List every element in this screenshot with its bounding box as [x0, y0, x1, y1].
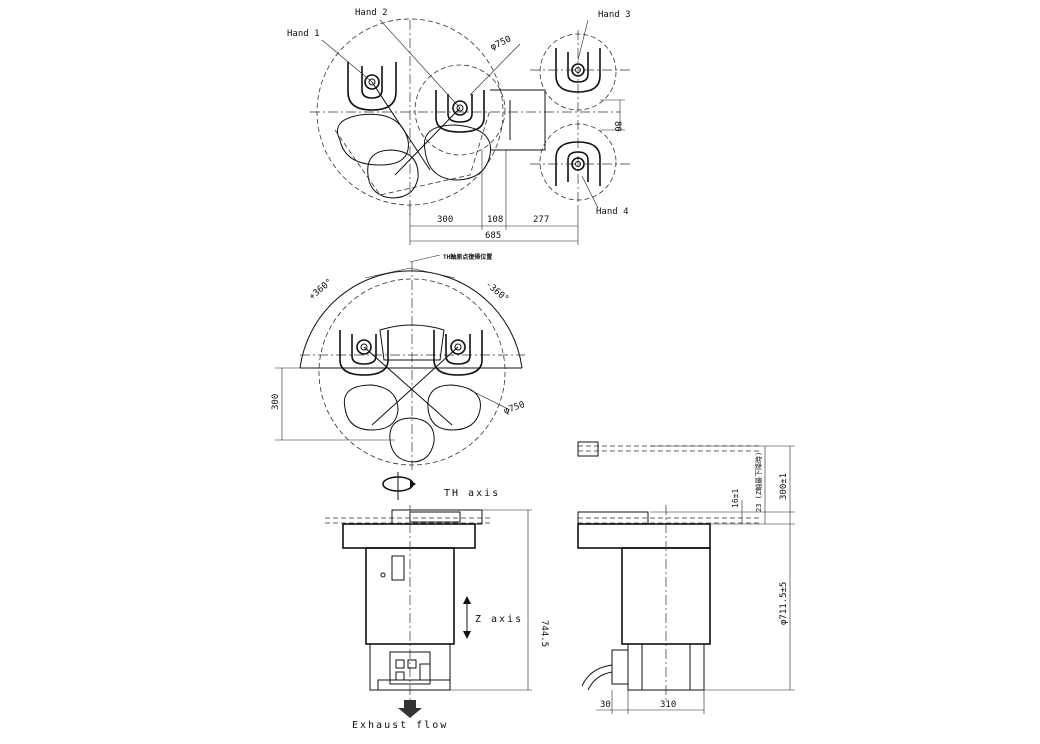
hand-1-fork [347, 62, 397, 111]
label-th-origin: TH軸原点復帰位置 [443, 253, 492, 261]
dim-310: 310 [660, 700, 676, 710]
arm-lobe-2 [423, 124, 492, 181]
label-hand-3: Hand 3 [598, 10, 631, 20]
label-z-axis: Z axis [475, 614, 523, 625]
hand-2-pivot [452, 100, 468, 116]
top-view [310, 18, 630, 245]
mid-hand-left-fork [339, 330, 389, 376]
dim-300: 300 [437, 215, 453, 225]
flange-front [342, 523, 476, 549]
dim-30: 30 [600, 700, 611, 710]
label-plus-360: +360° [308, 277, 335, 302]
cable [581, 664, 613, 687]
label-hand-2: Hand 2 [355, 8, 388, 18]
label-th-axis: TH axis [444, 488, 500, 499]
hand-4-circle [539, 123, 617, 201]
hand-4-fork [555, 141, 601, 186]
hand-3-circle [539, 33, 617, 111]
dim-80: 80 [612, 121, 622, 132]
label-diameter-mid: φ750 [503, 400, 527, 417]
label-hand-4: Hand 4 [596, 207, 629, 217]
label-diameter-top: φ750 [489, 34, 513, 52]
inner-circle-top [414, 64, 506, 156]
arm-lobe-1 [337, 113, 409, 166]
label-exhaust-flow: Exhaust flow [352, 720, 448, 731]
mid-hand-right-fork [433, 330, 483, 376]
access-panel [391, 555, 405, 581]
dim-300-vertical: 300 [271, 394, 281, 410]
hand-1-pivot [364, 74, 380, 90]
side-elevation [577, 441, 795, 714]
label-stroke-note: 23 (Z軸最下降時) [754, 452, 763, 512]
dim-744-5: 744.5 [539, 620, 549, 647]
label-hand-1: Hand 1 [287, 29, 320, 39]
front-elevation [325, 505, 532, 718]
hand-2-fork [435, 90, 485, 133]
cable-connector [611, 649, 629, 685]
dim-277: 277 [533, 215, 549, 225]
middle-view [275, 254, 525, 470]
rotation-arc [299, 270, 523, 369]
arm-lobe-3 [367, 149, 419, 199]
dim-685: 685 [485, 231, 501, 241]
dim-300-z: 300±1 [779, 473, 789, 500]
arm-bridge [490, 89, 546, 151]
exhaust-arrow-icon [398, 700, 422, 718]
hand-3-fork [555, 48, 601, 93]
dim-108: 108 [487, 215, 503, 225]
dim-16: 16±1 [731, 489, 740, 508]
flange-side [577, 523, 711, 549]
th-axis-rotation-icon [382, 472, 416, 500]
dim-711-5: φ711.5±5 [779, 582, 789, 625]
